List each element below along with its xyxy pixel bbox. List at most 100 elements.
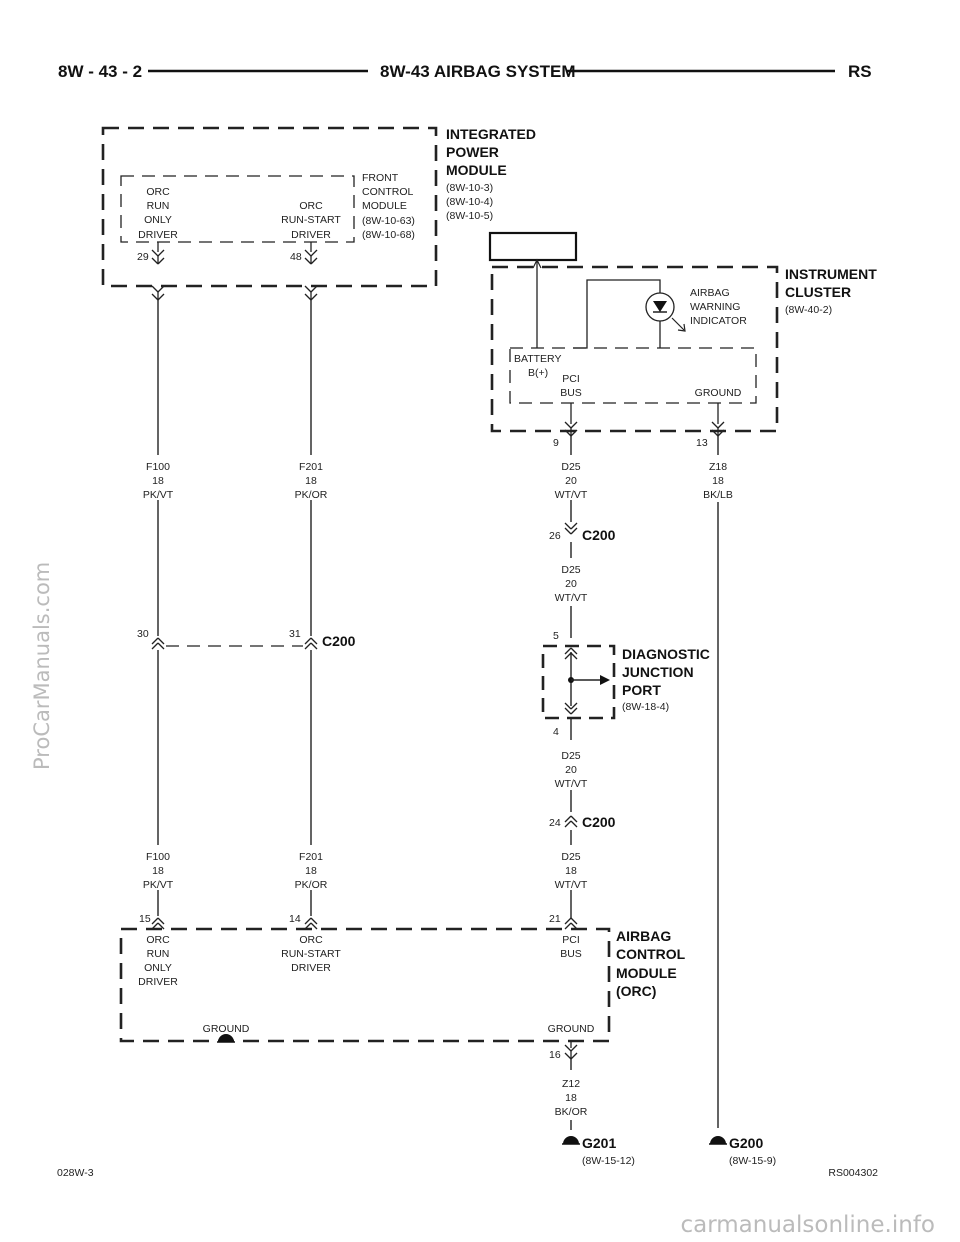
- f100-bot-3: PK/VT: [143, 879, 174, 891]
- page-title: 8W-43 AIRBAG SYSTEM: [380, 62, 576, 81]
- ipm-orc-runstart-1: ORC: [299, 200, 323, 212]
- cluster-name-1: INSTRUMENT: [785, 266, 877, 282]
- djp-pin-5: 5: [553, 630, 559, 642]
- fcm-line-5: (8W-10-68): [362, 229, 415, 241]
- orc-runstart-3: DRIVER: [291, 962, 331, 974]
- orc-name-4: (ORC): [616, 983, 656, 999]
- ipm-name-2: POWER: [446, 144, 499, 160]
- d25-mid-2: 20: [565, 578, 577, 590]
- d25-top-2: 20: [565, 475, 577, 487]
- fcm-line-3: MODULE: [362, 200, 407, 212]
- z12-2: 18: [565, 1092, 577, 1104]
- d25-mid-3: WT/VT: [555, 592, 588, 604]
- f100-bot-2: 18: [152, 865, 164, 877]
- indicator-3: INDICATOR: [690, 315, 747, 327]
- c200-pin-31: 31: [289, 628, 301, 640]
- f201-bot-1: F201: [299, 851, 323, 863]
- orc-name-1: AIRBAG: [616, 928, 671, 944]
- orc-name-2: CONTROL: [616, 946, 686, 962]
- g200-label: G200: [729, 1135, 763, 1151]
- f201-top-3: PK/OR: [295, 489, 328, 501]
- orc-runstart-1: ORC: [299, 934, 323, 946]
- c200-pin-30: 30: [137, 628, 149, 640]
- g201-label: G201: [582, 1135, 616, 1151]
- orc-pin-16: 16: [549, 1049, 561, 1061]
- ipm-orc-run-3: ONLY: [144, 214, 172, 226]
- diagnostic-junction-port: 5 4 DIAGNOSTIC JUNCTION PORT (8W-18-4): [541, 630, 710, 738]
- d25-bot-1: D25: [561, 851, 580, 863]
- c7-connector: [151, 242, 318, 301]
- cluster-ref: (8W-40-2): [785, 304, 832, 316]
- d25-mid-1: D25: [561, 564, 580, 576]
- c200-label-a: C200: [322, 633, 356, 649]
- ipm-orc-runstart-2: RUN-START: [281, 214, 341, 226]
- djp-pin-4: 4: [553, 726, 559, 738]
- z12-1: Z12: [562, 1078, 580, 1090]
- cluster-name-2: CLUSTER: [785, 284, 851, 300]
- ipm-ref-2: (8W-10-4): [446, 196, 493, 208]
- case-ground-icon: [216, 1033, 236, 1043]
- d25-low-1: D25: [561, 750, 580, 762]
- f201-top-1: F201: [299, 461, 323, 473]
- z12-3: BK/OR: [555, 1106, 588, 1118]
- g200-ground-icon: [708, 1135, 728, 1145]
- c200-left-connector: 30 31 C200: [137, 628, 356, 650]
- orc-name-3: MODULE: [616, 965, 677, 981]
- battery-label-1: BATTERY: [514, 353, 561, 365]
- f100-bot-1: F100: [146, 851, 170, 863]
- cluster-pci-1: PCI: [562, 373, 580, 385]
- orc-runstart-2: RUN-START: [281, 948, 341, 960]
- f201-top-2: 18: [305, 475, 317, 487]
- cluster-pin-9: 9: [553, 437, 559, 449]
- c200-pin-26: 26: [549, 530, 561, 542]
- d25-bot-3: WT/VT: [555, 879, 588, 891]
- cluster-pci-2: BUS: [560, 387, 582, 399]
- airbag-control-module: 15 14 21 ORC RUN ONLY DRIVER ORC RUN-STA…: [119, 913, 686, 1043]
- fcm-line-1: FRONT: [362, 172, 399, 184]
- d25-low-2: 20: [565, 764, 577, 776]
- ipm-ref-1: (8W-10-3): [446, 182, 493, 194]
- c200-26-connector: 26 C200: [549, 522, 616, 543]
- ground-g200: G200 (8W-15-9): [708, 1135, 776, 1167]
- orc-ground-left: GROUND: [203, 1023, 250, 1035]
- g200-ref: (8W-15-9): [729, 1155, 776, 1167]
- ipm-name-1: INTEGRATED: [446, 126, 536, 142]
- orc-run-4: DRIVER: [138, 976, 178, 988]
- ipm-orc-run-4: DRIVER: [138, 229, 178, 241]
- f201-bot-2: 18: [305, 865, 317, 877]
- djp-name-2: JUNCTION: [622, 664, 694, 680]
- c200-label-c: C200: [582, 814, 616, 830]
- integrated-power-module: INTEGRATED POWER MODULE (8W-10-3) (8W-10…: [101, 126, 536, 288]
- indicator-2: WARNING: [690, 301, 740, 313]
- z18-1: Z18: [709, 461, 727, 473]
- orc-run-1: ORC: [146, 934, 170, 946]
- orc-pci-2: BUS: [560, 948, 582, 960]
- g201-ref: (8W-15-12): [582, 1155, 635, 1167]
- batt-a701: [488, 231, 578, 262]
- f100-top-2: 18: [152, 475, 164, 487]
- fcm-line-4: (8W-10-63): [362, 215, 415, 227]
- z18-3: BK/LB: [703, 489, 733, 501]
- cluster-pin-13: 13: [696, 437, 708, 449]
- c200-24-connector: 24 C200: [549, 814, 616, 830]
- orc-pin-21: 21: [549, 913, 561, 925]
- ground-g201: G201 (8W-15-12): [561, 1135, 635, 1167]
- d25-top-1: D25: [561, 461, 580, 473]
- indicator-1: AIRBAG: [690, 287, 730, 299]
- side-watermark: ProCarManuals.com: [30, 562, 54, 770]
- orc-pin-15: 15: [139, 913, 151, 925]
- footer-left: 028W-3: [57, 1167, 94, 1179]
- warning-led-icon: [653, 301, 667, 312]
- page-header: 8W - 43 - 2 8W-43 AIRBAG SYSTEM RS: [58, 62, 872, 81]
- d25-top-3: WT/VT: [555, 489, 588, 501]
- instrument-cluster: INSTRUMENT CLUSTER (8W-40-2) AIRBAG WARN…: [490, 258, 877, 449]
- djp-name-1: DIAGNOSTIC: [622, 646, 710, 662]
- f100-top-1: F100: [146, 461, 170, 473]
- arrow-right-icon: [600, 675, 610, 685]
- page-ref: 8W - 43 - 2: [58, 62, 142, 81]
- orc-pin-14: 14: [289, 913, 301, 925]
- f201-bot-3: PK/OR: [295, 879, 328, 891]
- battery-label-2: B(+): [528, 367, 548, 379]
- ipm-orc-runstart-3: DRIVER: [291, 229, 331, 241]
